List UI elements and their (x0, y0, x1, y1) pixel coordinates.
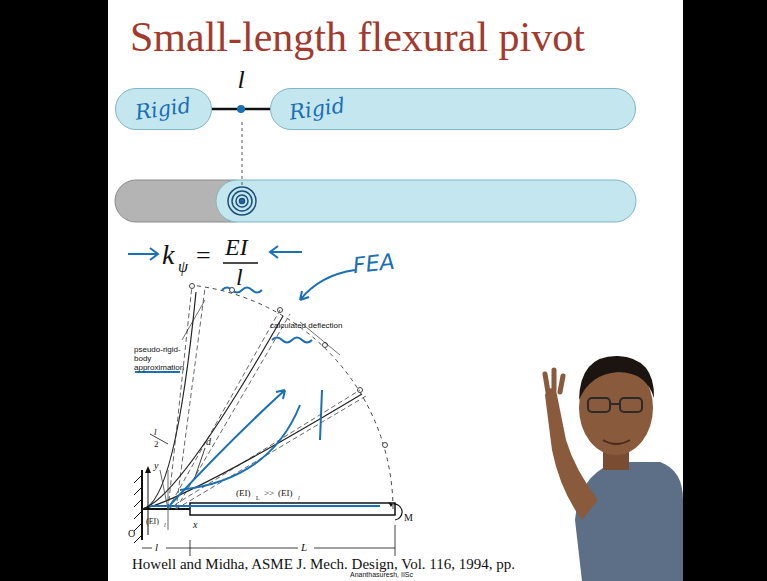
formula-symbol: = (196, 242, 211, 271)
dimension-label: L (301, 541, 307, 553)
axis-label: y (154, 460, 158, 471)
formula-symbol: EI (225, 234, 248, 260)
dimension-label: 2 (154, 440, 159, 450)
leader-line (242, 122, 243, 186)
axis-label: x (193, 519, 197, 530)
rigid-link: Rigid (270, 88, 636, 130)
side-panel (0, 0, 108, 581)
stiffness-label: (EI) (236, 489, 251, 499)
rigid-bar (216, 180, 636, 222)
annotation-arrows (128, 246, 302, 293)
stiffness-label: (EI) (278, 489, 293, 499)
torsion-spring (228, 187, 256, 215)
flexure-strip (212, 105, 270, 113)
handwritten-note: FEA (352, 250, 396, 278)
annotation-marks (135, 270, 380, 506)
fraction-bar (223, 262, 258, 264)
stiffness-label: l (164, 522, 166, 529)
origin-label: O (128, 528, 135, 539)
handwritten-note: Rigid (134, 93, 193, 125)
formula-subscript: ψ (178, 258, 188, 276)
citation: Howell and Midha, ASME J. Mech. Design, … (132, 556, 515, 573)
handwritten-note: Rigid (288, 93, 347, 125)
stiffness-label: (EI) (146, 518, 159, 527)
dimension-label: d (206, 436, 211, 447)
moment-label: M (404, 512, 413, 523)
dimension-label: l (154, 428, 157, 438)
figure-callout: pseudo-rigid-body approximation (134, 346, 196, 372)
footer-text: Ananthasuresh, IISc (350, 571, 413, 579)
slide-title: Small-length flexural pivot (130, 14, 585, 60)
stiffness-label: L (256, 495, 260, 502)
length-label: l (235, 66, 246, 95)
stiffness-label: l (298, 495, 300, 502)
formula-symbol: k (162, 240, 174, 271)
formula-symbol: l (236, 264, 243, 290)
side-panel (683, 0, 767, 581)
speaker (545, 356, 683, 581)
rigid-link: Rigid (115, 88, 212, 130)
figure-callout: calculated deflection (270, 322, 343, 331)
beam-figure (134, 284, 402, 557)
stiffness-label: >> (264, 489, 274, 499)
dimension-label: l (155, 541, 158, 553)
